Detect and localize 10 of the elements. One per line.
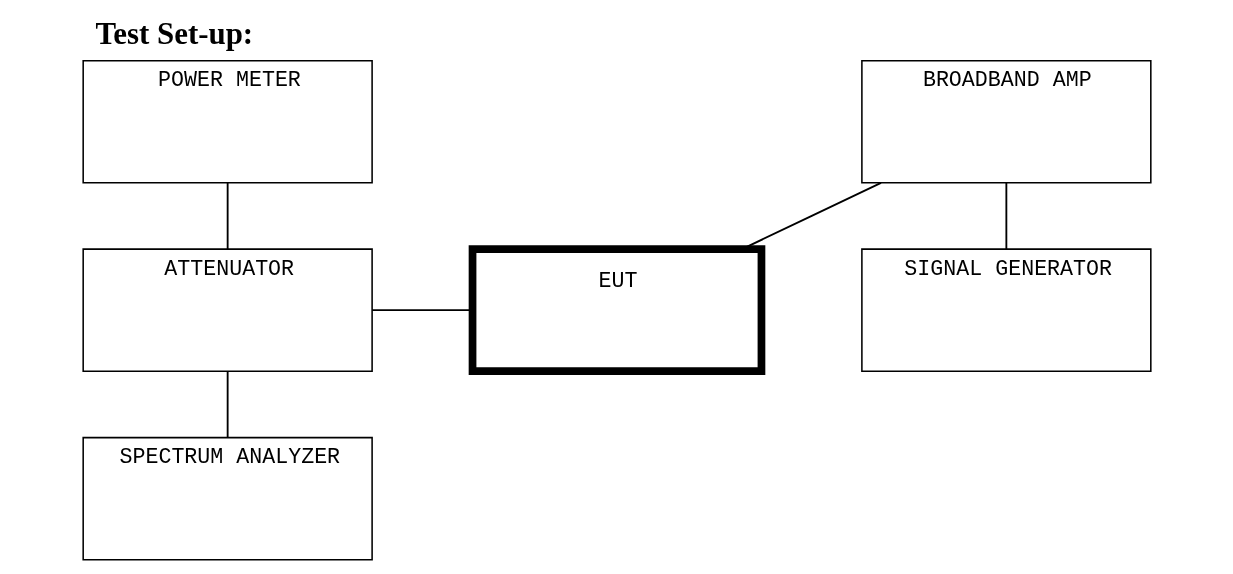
connector	[1004, 182, 1007, 250]
node-box: ATTENUATOR	[81, 248, 373, 372]
node-box: SIGNAL GENERATOR	[860, 248, 1152, 372]
connector	[226, 182, 229, 250]
node-box: EUT	[468, 245, 765, 376]
connector	[226, 370, 229, 439]
node-box: SPECTRUM ANALYZER	[81, 436, 373, 561]
node-box: POWER METER	[81, 59, 373, 184]
diagram-title: Test Set-up:	[95, 15, 253, 51]
node-box: BROADBAND AMP	[860, 59, 1152, 184]
